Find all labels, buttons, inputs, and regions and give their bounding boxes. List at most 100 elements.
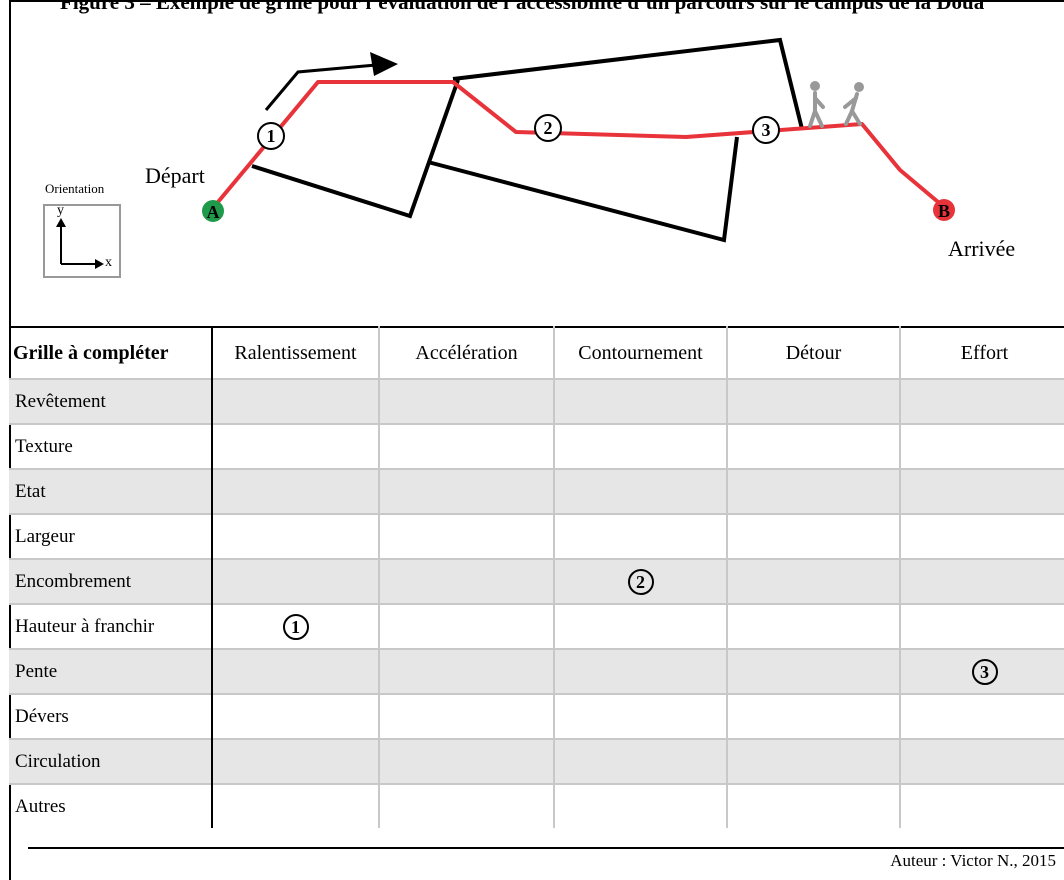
author-credit: Auteur : Victor N., 2015 [890, 851, 1056, 870]
grid-cell[interactable]: 3 [900, 648, 1064, 694]
orientation-x-label: x [105, 255, 112, 270]
grid-row: Etat [9, 468, 1064, 514]
grid-row: Encombrement 2 [9, 558, 1064, 604]
grid-row: Autres [9, 783, 1064, 828]
grid-cell[interactable] [379, 468, 555, 514]
grid-cell[interactable] [900, 423, 1064, 469]
grid-row: Hauteur à franchir 1 [9, 603, 1064, 649]
grid-cell[interactable] [727, 648, 901, 694]
row-label: Dévers [9, 693, 213, 739]
grid-cell[interactable] [727, 738, 901, 784]
grid-cell[interactable] [900, 513, 1064, 559]
grid-cell[interactable] [554, 783, 728, 828]
grid-cell[interactable] [900, 558, 1064, 604]
grid-cell[interactable] [379, 738, 555, 784]
grid-row: Pente 3 [9, 648, 1064, 694]
row-label: Hauteur à franchir [9, 603, 213, 649]
grid-cell[interactable]: 2 [554, 558, 728, 604]
grid-cell[interactable] [212, 423, 380, 469]
grid-cell[interactable] [212, 738, 380, 784]
column-header: Accélération [379, 326, 555, 379]
grid-cell[interactable]: 1 [212, 603, 380, 649]
building-left [251, 79, 460, 219]
grid-cell[interactable] [212, 648, 380, 694]
row-label: Largeur [9, 513, 213, 559]
grid-cell[interactable] [554, 378, 728, 424]
figure-heading: Figure 3 – Exemple de grille pour l’éval… [60, 0, 985, 14]
start-label: Départ [145, 163, 205, 188]
grid-cell[interactable] [379, 693, 555, 739]
point-1-label: 1 [267, 126, 276, 146]
grid-cell[interactable] [212, 783, 380, 828]
grid-cell[interactable] [900, 378, 1064, 424]
grid-cell[interactable] [900, 783, 1064, 828]
grid-cell[interactable] [727, 468, 901, 514]
grid-cell[interactable] [900, 468, 1064, 514]
grid-cell[interactable] [379, 783, 555, 828]
row-label: Etat [9, 468, 213, 514]
end-marker-letter: B [938, 201, 950, 221]
row-label: Pente [9, 648, 213, 694]
grid-cell[interactable] [727, 603, 901, 649]
point-marker: 1 [282, 613, 309, 640]
grid-cell[interactable] [212, 558, 380, 604]
building-top [452, 37, 804, 130]
start-marker [202, 200, 224, 222]
point-marker: 3 [971, 658, 998, 685]
grid-cell[interactable] [727, 783, 901, 828]
grid-cell[interactable] [727, 513, 901, 559]
grid-title: Grille à compléter [9, 326, 213, 379]
grid-cell[interactable] [554, 468, 728, 514]
grid-cell[interactable] [900, 603, 1064, 649]
grid-cell[interactable] [554, 513, 728, 559]
grid-cell[interactable] [554, 603, 728, 649]
grid-cell[interactable] [554, 648, 728, 694]
column-header: Contournement [554, 326, 728, 379]
orientation-axes-icon [56, 218, 104, 269]
grid-row: Dévers [9, 693, 1064, 739]
grid-cell[interactable] [900, 693, 1064, 739]
end-label: Arrivée [948, 236, 1016, 261]
grid-cell[interactable] [727, 693, 901, 739]
point-2-label: 2 [544, 118, 553, 138]
row-label: Circulation [9, 738, 213, 784]
direction-arrow-icon [264, 52, 398, 111]
grid-row: Largeur [9, 513, 1064, 559]
grid-cell[interactable] [727, 558, 901, 604]
grid-cell[interactable] [212, 693, 380, 739]
bottom-rule [28, 847, 1064, 849]
grid-cell[interactable] [379, 423, 555, 469]
grid-cell[interactable] [379, 378, 555, 424]
pedestrian-icons [808, 81, 864, 128]
row-label: Encombrement [9, 558, 213, 604]
grid-row: Circulation [9, 738, 1064, 784]
grid-cell[interactable] [212, 468, 380, 514]
building-outlines [251, 37, 804, 243]
row-label: Texture [9, 423, 213, 469]
point-3-label: 3 [762, 120, 771, 140]
orientation-box [43, 204, 121, 278]
grid-cell[interactable] [900, 738, 1064, 784]
grid-cell[interactable] [554, 693, 728, 739]
end-marker [933, 199, 955, 221]
grid-cell[interactable] [379, 513, 555, 559]
point-1-circle [257, 122, 285, 150]
row-label: Autres [9, 783, 213, 828]
grid-cell[interactable] [554, 423, 728, 469]
grid-cell[interactable] [379, 648, 555, 694]
grid-cell[interactable] [727, 423, 901, 469]
column-header: Effort [900, 326, 1064, 379]
grid-cell[interactable] [727, 378, 901, 424]
column-header: Ralentissement [212, 326, 380, 379]
orientation-y-label: y [57, 203, 64, 218]
route-line [211, 80, 946, 210]
grid-cell[interactable] [379, 603, 555, 649]
orientation-title: Orientation [45, 181, 105, 196]
grid-cell[interactable] [554, 738, 728, 784]
point-3-circle [752, 116, 780, 144]
grid-cell[interactable] [379, 558, 555, 604]
grid-cell[interactable] [212, 513, 380, 559]
grid-cell[interactable] [212, 378, 380, 424]
